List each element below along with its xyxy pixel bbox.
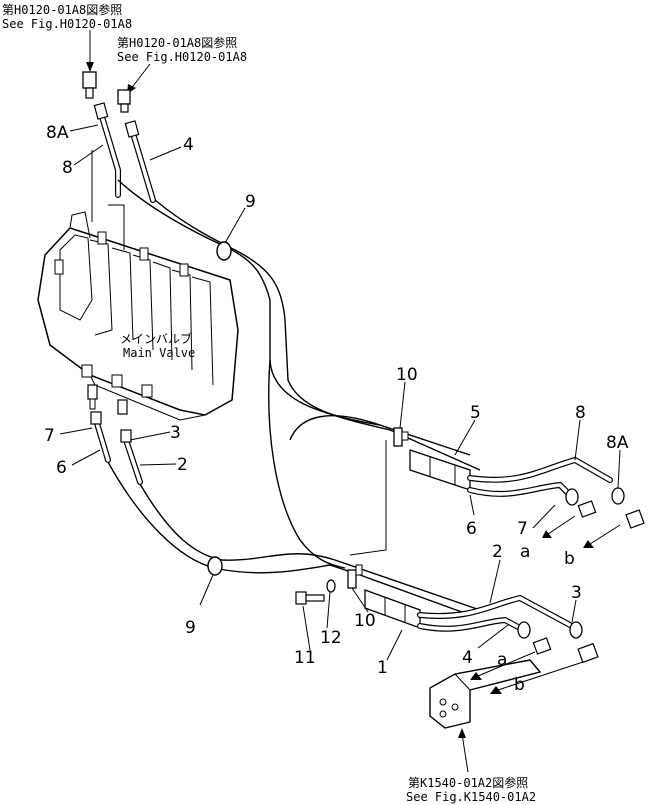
- ref-top-left-en: See Fig.H0120-01A8: [2, 17, 132, 31]
- clamp-9-top: [216, 241, 232, 261]
- callout-8-right: 8: [575, 403, 586, 423]
- pipe-2-long: [139, 483, 481, 611]
- callout-6-right: 6: [466, 519, 477, 539]
- valve-label-jp: メインバルブ: [120, 331, 192, 346]
- callout-8A-right: 8A: [606, 433, 629, 453]
- pilot-block: [429, 659, 542, 729]
- pipe-loop-2: [289, 414, 381, 441]
- callout-3-right: 3: [571, 583, 582, 603]
- ref-top-mid-jp: 第H0120-01A8図参照: [117, 35, 237, 50]
- ref-leader-mid: [129, 63, 151, 91]
- hose-8-top: [93, 102, 121, 198]
- clamp-10-right: [393, 427, 409, 447]
- ref-leader-bottom: [461, 733, 469, 773]
- top-fitting-mid: [117, 89, 131, 113]
- washer-12: [326, 579, 336, 593]
- bolt-11: [295, 591, 325, 605]
- callout-a-bottom: a: [497, 650, 507, 670]
- fitting-7-left: [87, 384, 98, 410]
- callout-11: 11: [294, 648, 316, 668]
- arrow-head: [86, 62, 94, 72]
- hose-2-left: [120, 429, 143, 485]
- clamp-9-bottom: [207, 556, 223, 576]
- callout-a-right: a: [520, 542, 530, 562]
- hose-6-left: [90, 411, 111, 463]
- callout-8A-top: 8A: [46, 123, 69, 143]
- main-valve: [37, 211, 239, 421]
- fitting-7-right: [565, 488, 579, 506]
- arrow-b-bottom: [497, 661, 584, 691]
- connector-a-right: [577, 500, 597, 518]
- connector-b-right: [625, 509, 645, 529]
- callout-b-bottom: b: [514, 675, 525, 695]
- fitting-3-left: [117, 399, 128, 415]
- callout-b-right: b: [564, 549, 575, 569]
- pipe-6-long: [107, 461, 471, 616]
- callout-7-left: 7: [44, 426, 55, 446]
- callout-3-left: 3: [170, 423, 181, 443]
- callout-9-top: 9: [245, 192, 256, 212]
- ref-bottom-jp: 第K1540-01A2図参照: [408, 775, 528, 790]
- callout-6-left: 6: [56, 458, 67, 478]
- callout-9-bottom: 9: [185, 618, 196, 638]
- fitting-4-right: [517, 621, 531, 639]
- callout-5: 5: [470, 403, 481, 423]
- pipe-loop: [268, 359, 346, 569]
- clamp-10-bottom: [347, 564, 363, 589]
- callout-4-top: 4: [183, 135, 194, 155]
- arrow-b-right: [589, 524, 621, 545]
- ref-bottom-en: See Fig.K1540-01A2: [406, 790, 536, 804]
- bracket-line: [108, 204, 125, 250]
- hose-4-top: [124, 120, 156, 203]
- callout-2-right: 2: [492, 542, 503, 562]
- callout-4-bottom: 4: [462, 648, 473, 668]
- pipe-8-long: [117, 179, 471, 456]
- ref-top-left-jp: 第H0120-01A8図参照: [2, 2, 122, 17]
- bracket-line: [349, 440, 387, 556]
- arrow-a-right: [547, 515, 576, 535]
- callout-10-bottom: 10: [354, 611, 376, 631]
- ref-top-mid-en: See Fig.H0120-01A8: [117, 50, 247, 64]
- connector-a-bottom: [532, 637, 552, 655]
- callout-7-right: 7: [517, 519, 528, 539]
- fitting-3-right: [569, 621, 583, 639]
- connector-b-bottom: [577, 642, 599, 664]
- pipe-block-5: [409, 449, 471, 491]
- callout-10-right: 10: [396, 365, 418, 385]
- arrow-head: [458, 728, 466, 738]
- arrow-a-bottom: [477, 651, 536, 677]
- callout-1: 1: [377, 658, 388, 678]
- valve-label-en: Main Valve: [123, 346, 195, 360]
- callout-8-top: 8: [62, 158, 73, 178]
- top-fitting-left: [82, 71, 97, 99]
- fitting-8A-right: [611, 487, 625, 505]
- callout-12: 12: [320, 628, 342, 648]
- callout-2-left: 2: [177, 455, 188, 475]
